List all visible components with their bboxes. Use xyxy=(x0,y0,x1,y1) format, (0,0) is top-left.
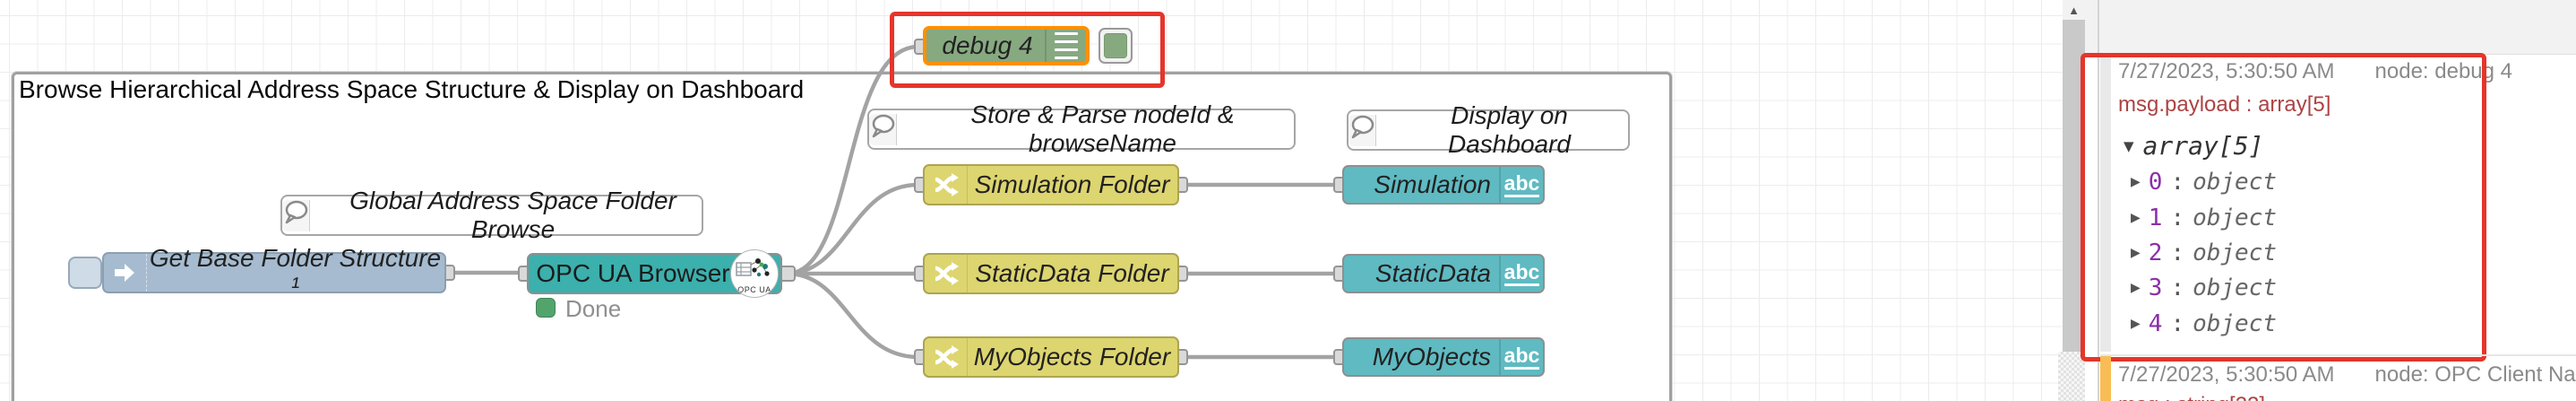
abc-icon: abc xyxy=(1499,339,1543,375)
sidebar-left-border xyxy=(2098,0,2099,401)
debug-toggle-fill xyxy=(1104,33,1127,58)
debug-message-timestamp: 7/27/2023, 5:30:50 AM xyxy=(2118,59,2335,83)
debug-enable-toggle[interactable] xyxy=(1098,28,1133,64)
switch-node-staticdata[interactable]: StaticData Folder xyxy=(923,253,1179,294)
debug-sidebar xyxy=(2085,0,2576,401)
comment-label: Global Address Space Folder Browse xyxy=(349,187,676,243)
caret-collapsed-icon[interactable]: ▶ xyxy=(2131,317,2141,331)
comment-node-store-parse[interactable]: Store & Parse nodeId & browseName xyxy=(867,100,1296,157)
caret-collapsed-icon[interactable]: ▶ xyxy=(2131,281,2141,295)
ui-text-node-label: Simulation xyxy=(1374,170,1491,198)
debug-tree-entry[interactable]: ▶ 3 : object xyxy=(2131,275,2278,301)
switch-node-label: StaticData Folder xyxy=(975,259,1169,287)
debug-message-source-node: node: debug 4 xyxy=(2374,59,2513,83)
debug-tree-root-label: array[5] xyxy=(2142,131,2264,161)
scrollbar-corner xyxy=(2058,352,2085,401)
ui-text-node-myobjects[interactable]: MyObjects abc xyxy=(1342,337,1545,377)
debug-sidebar-top-strip xyxy=(2085,0,2576,55)
ui-text-node-label: StaticData xyxy=(1374,259,1491,287)
switch-icon xyxy=(925,338,968,376)
debug-tree-root[interactable]: ▼ array[5] xyxy=(2124,131,2263,161)
debug-tree-entry[interactable]: ▶ 2 : object xyxy=(2131,240,2278,266)
comment-label: Store & Parse nodeId & browseName xyxy=(970,100,1235,157)
debug-node[interactable]: debug 4 xyxy=(923,26,1090,65)
caret-expanded-icon[interactable]: ▼ xyxy=(2124,137,2134,154)
debug-tree-entry[interactable]: ▶ 0 : object xyxy=(2131,169,2278,196)
caret-collapsed-icon[interactable]: ▶ xyxy=(2131,175,2141,189)
switch-node-myobjects[interactable]: MyObjects Folder xyxy=(923,336,1179,378)
opc-ua-logo-badge: OPC UA xyxy=(730,249,779,298)
opc-ua-badge-text: OPC UA xyxy=(737,285,771,294)
opc-ua-browser-label: OPC UA Browser xyxy=(536,259,730,287)
debug-message-source-node: node: OPC Client Namespace Brow xyxy=(2374,362,2576,387)
switch-icon xyxy=(925,166,968,204)
abc-icon: abc xyxy=(1499,167,1543,203)
inject-node-label: Get Base Folder Structure ¹ xyxy=(149,244,442,301)
speech-bubble-icon xyxy=(1348,114,1376,146)
comment-label: Display on Dashboard xyxy=(1448,101,1571,158)
opc-ua-mesh-icon xyxy=(736,258,770,277)
debug-message-annotation-box xyxy=(2081,53,2486,362)
scrollbar-up-arrow[interactable]: ▲ xyxy=(2068,3,2080,17)
inject-button[interactable] xyxy=(68,257,102,289)
debug-tree-entry[interactable]: ▶ 1 : object xyxy=(2131,205,2278,231)
debug-list-icon xyxy=(1045,30,1086,62)
message-separator xyxy=(2100,354,2576,356)
group-title: Browse Hierarchical Address Space Struct… xyxy=(19,75,805,103)
ui-text-node-simulation[interactable]: Simulation abc xyxy=(1342,165,1545,205)
switch-node-label: Simulation Folder xyxy=(974,170,1170,198)
debug-message-header: 7/27/2023, 5:30:50 AM node: debug 4 xyxy=(2118,59,2512,84)
caret-collapsed-icon[interactable]: ▶ xyxy=(2131,211,2141,225)
comment-node-display-dashboard[interactable]: Display on Dashboard xyxy=(1347,101,1630,158)
debug-tree-entry[interactable]: ▶ 4 : object xyxy=(2131,310,2278,337)
debug-message-timestamp: 7/27/2023, 5:30:50 AM xyxy=(2118,362,2335,387)
speech-bubble-icon xyxy=(869,113,897,145)
abc-icon: abc xyxy=(1499,256,1543,292)
switch-node-label: MyObjects Folder xyxy=(973,343,1171,370)
debug-message-meta[interactable]: msg : string[22] xyxy=(2118,393,2265,401)
debug-message-accent-bar-orange xyxy=(2100,356,2111,401)
caret-collapsed-icon[interactable]: ▶ xyxy=(2131,246,2141,260)
debug-node-label: debug 4 xyxy=(942,31,1033,59)
comment-node-global-browse[interactable]: Global Address Space Folder Browse xyxy=(280,187,703,243)
switch-icon xyxy=(925,255,968,292)
switch-node-simulation[interactable]: Simulation Folder xyxy=(923,164,1179,205)
wire[interactable] xyxy=(784,271,921,360)
debug-node-annotation-box xyxy=(890,12,1165,88)
inject-node[interactable]: Get Base Folder Structure ¹ xyxy=(102,244,446,301)
ui-text-node-label: MyObjects xyxy=(1372,343,1491,370)
speech-bubble-icon xyxy=(282,199,310,231)
status-dot-icon xyxy=(536,298,556,318)
debug-message-header: 7/27/2023, 5:30:50 AM node: OPC Client N… xyxy=(2118,362,2576,388)
debug-message-accent-bar xyxy=(2100,56,2111,352)
debug-message-meta[interactable]: msg.payload : array[5] xyxy=(2118,92,2331,117)
ui-text-node-staticdata[interactable]: StaticData abc xyxy=(1342,254,1545,293)
inject-arrow-icon xyxy=(104,254,147,292)
wire[interactable] xyxy=(784,182,921,276)
flow-canvas[interactable]: Browse Hierarchical Address Space Struct… xyxy=(0,0,2063,401)
opc-status-text: Done xyxy=(565,295,622,322)
